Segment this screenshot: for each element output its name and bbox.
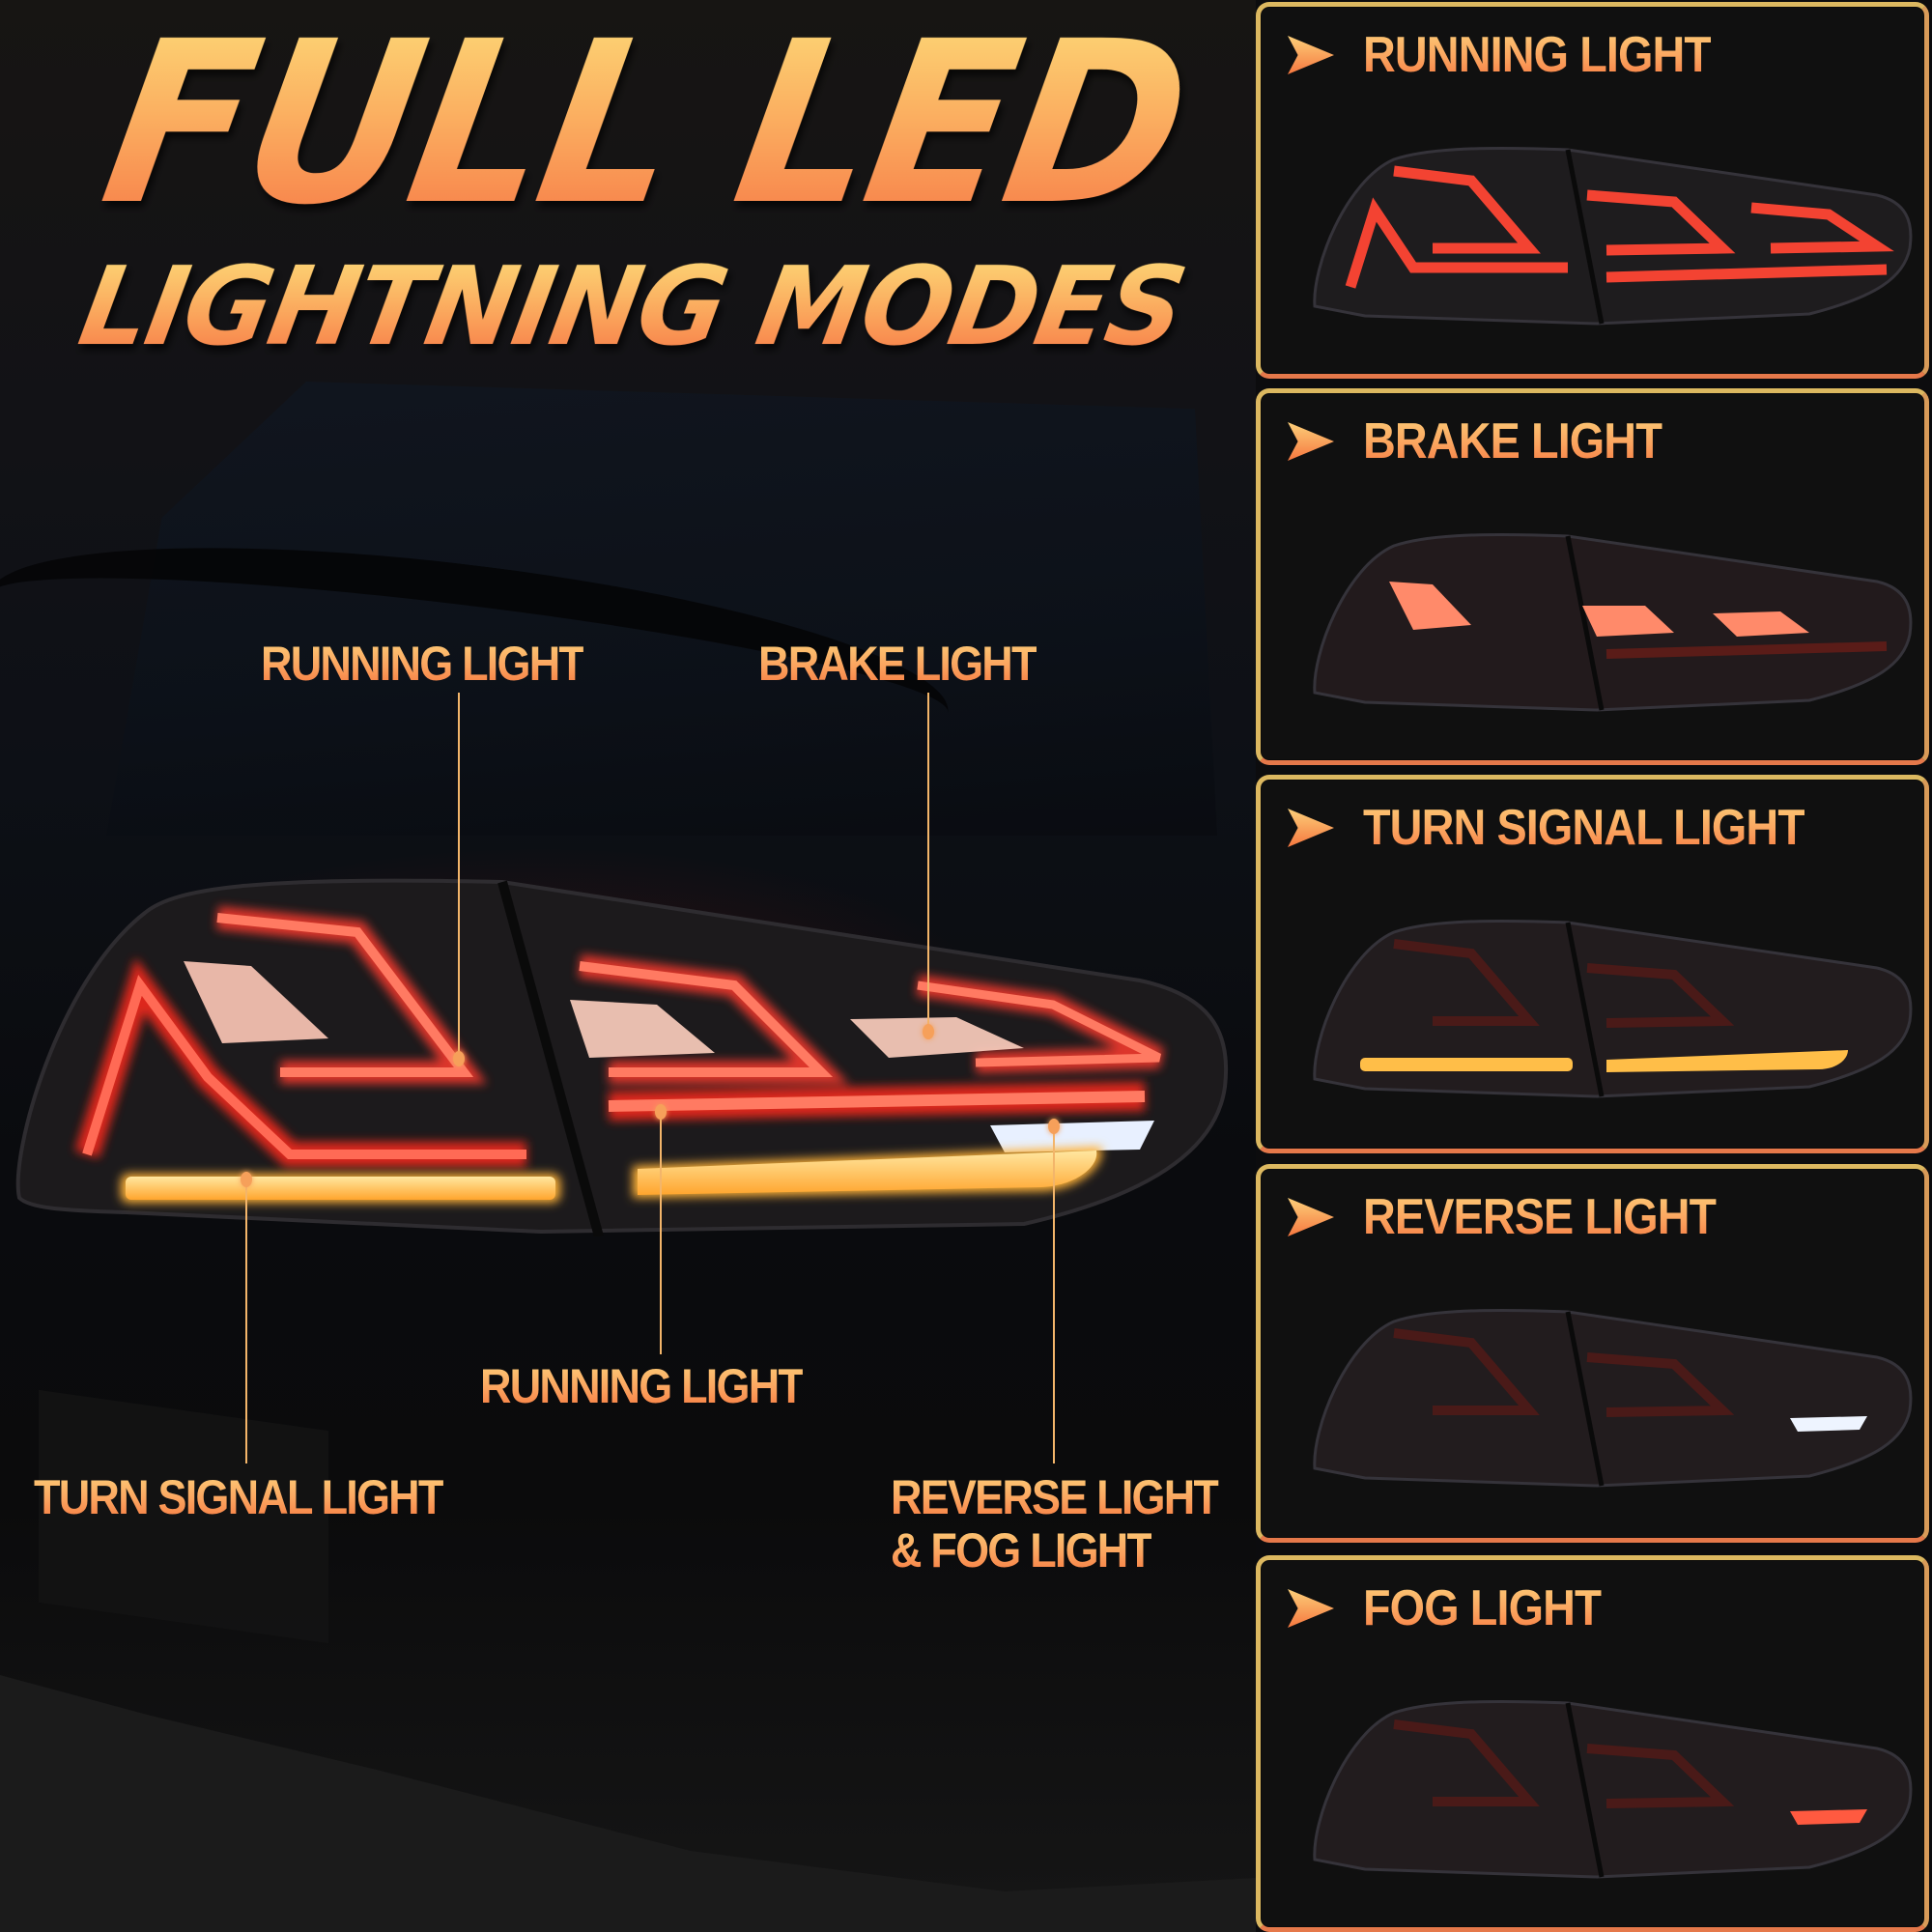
mode-panel-reverse: REVERSE LIGHT [1256,1164,1929,1543]
callout-brake: BRAKE LIGHT [758,637,1037,691]
callout-dot-running-bottom [655,1104,667,1120]
main-tail-lamp [0,865,1236,1238]
ground [0,1675,1256,1932]
mode-panel-fog: FOG LIGHT [1256,1555,1929,1932]
panel-title: FOG LIGHT [1363,1580,1603,1636]
panel-lamp-turn [1307,915,1916,1098]
arrow-right-icon [1288,809,1334,847]
callout-running-bottom: RUNNING LIGHT [480,1359,805,1413]
panel-lamp-fog [1307,1695,1916,1879]
panel-title: TURN SIGNAL LIGHT [1363,800,1805,856]
headline-line2: LIGHTNING MODES [71,244,1194,370]
car-rear-window [106,382,1217,836]
mode-panel-running: RUNNING LIGHT [1256,2,1929,379]
callout-dot-running-top [453,1051,465,1066]
panel-title: RUNNING LIGHT [1363,27,1712,83]
mode-panel-turn-signal: TURN SIGNAL LIGHT [1256,775,1929,1153]
arrow-right-icon [1288,1198,1334,1236]
callout-dot-turn-signal [241,1172,252,1187]
callout-dot-reverse-fog [1048,1119,1060,1134]
callout-turn-signal: TURN SIGNAL LIGHT [34,1470,444,1524]
panel-title: REVERSE LIGHT [1363,1189,1717,1245]
panel-lamp-running [1307,142,1916,326]
mode-panel-brake: BRAKE LIGHT [1256,388,1929,765]
arrow-right-icon [1288,36,1334,74]
callout-reverse-line2: & FOG LIGHT [891,1523,1153,1577]
tail-lamp-illustration [15,878,1229,1238]
leader-line-reverse-fog [1053,1128,1055,1463]
headline-line1: FULL LED [88,0,1204,254]
callout-running-top: RUNNING LIGHT [261,637,585,691]
callout-dot-brake [923,1024,934,1039]
arrow-right-icon [1288,1589,1334,1628]
callout-reverse-line1: REVERSE LIGHT [891,1470,1220,1524]
panel-title: BRAKE LIGHT [1363,413,1663,469]
panel-lamp-brake [1307,528,1916,712]
leader-line-running-top [458,693,460,1058]
arrow-right-icon [1288,422,1334,461]
leader-line-turn-signal [245,1180,247,1463]
panel-lamp-reverse [1307,1304,1916,1488]
leader-line-brake [927,693,929,1026]
leader-line-running-bottom [660,1111,662,1354]
